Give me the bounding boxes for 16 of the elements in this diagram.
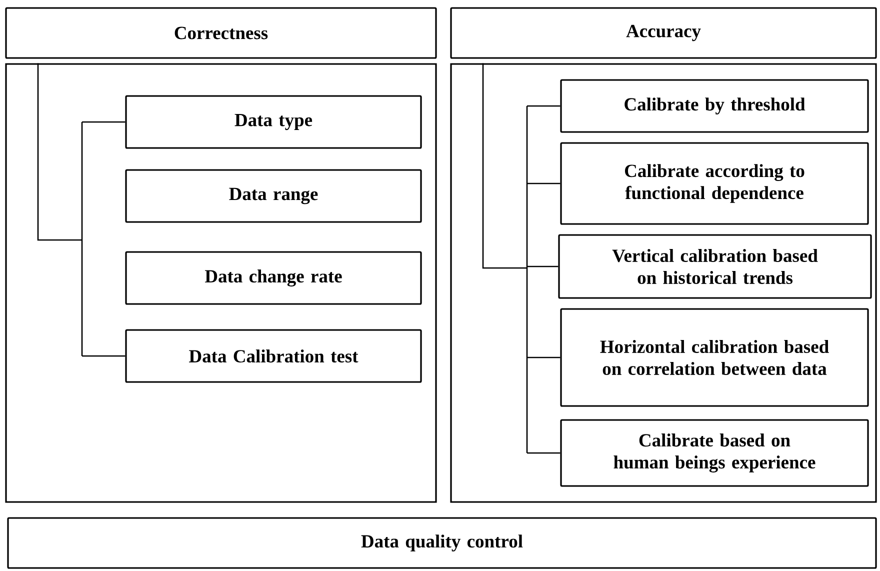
tree-connector — [37, 62, 126, 357]
item-box: Horizontal calibration based on correlation between data — [560, 308, 869, 407]
item-box: Data range — [125, 169, 422, 223]
item-box: Calibrate according to functional dependence — [560, 142, 869, 225]
panel-box — [450, 63, 877, 503]
header-box: Correctness — [5, 7, 437, 59]
item-box: Calibrate based on human beings experience — [560, 419, 869, 487]
item-box: Data type — [125, 95, 422, 149]
header-box: Data quality control — [7, 517, 877, 569]
tree-connector — [482, 62, 560, 454]
header-box: Accuracy — [450, 7, 877, 59]
item-box: Data Calibration test — [125, 329, 422, 383]
panel-box — [5, 63, 437, 503]
item-box: Vertical calibration based on historical trends — [558, 234, 872, 299]
item-box: Data change rate — [125, 251, 422, 305]
item-box: Calibrate by threshold — [560, 79, 869, 133]
